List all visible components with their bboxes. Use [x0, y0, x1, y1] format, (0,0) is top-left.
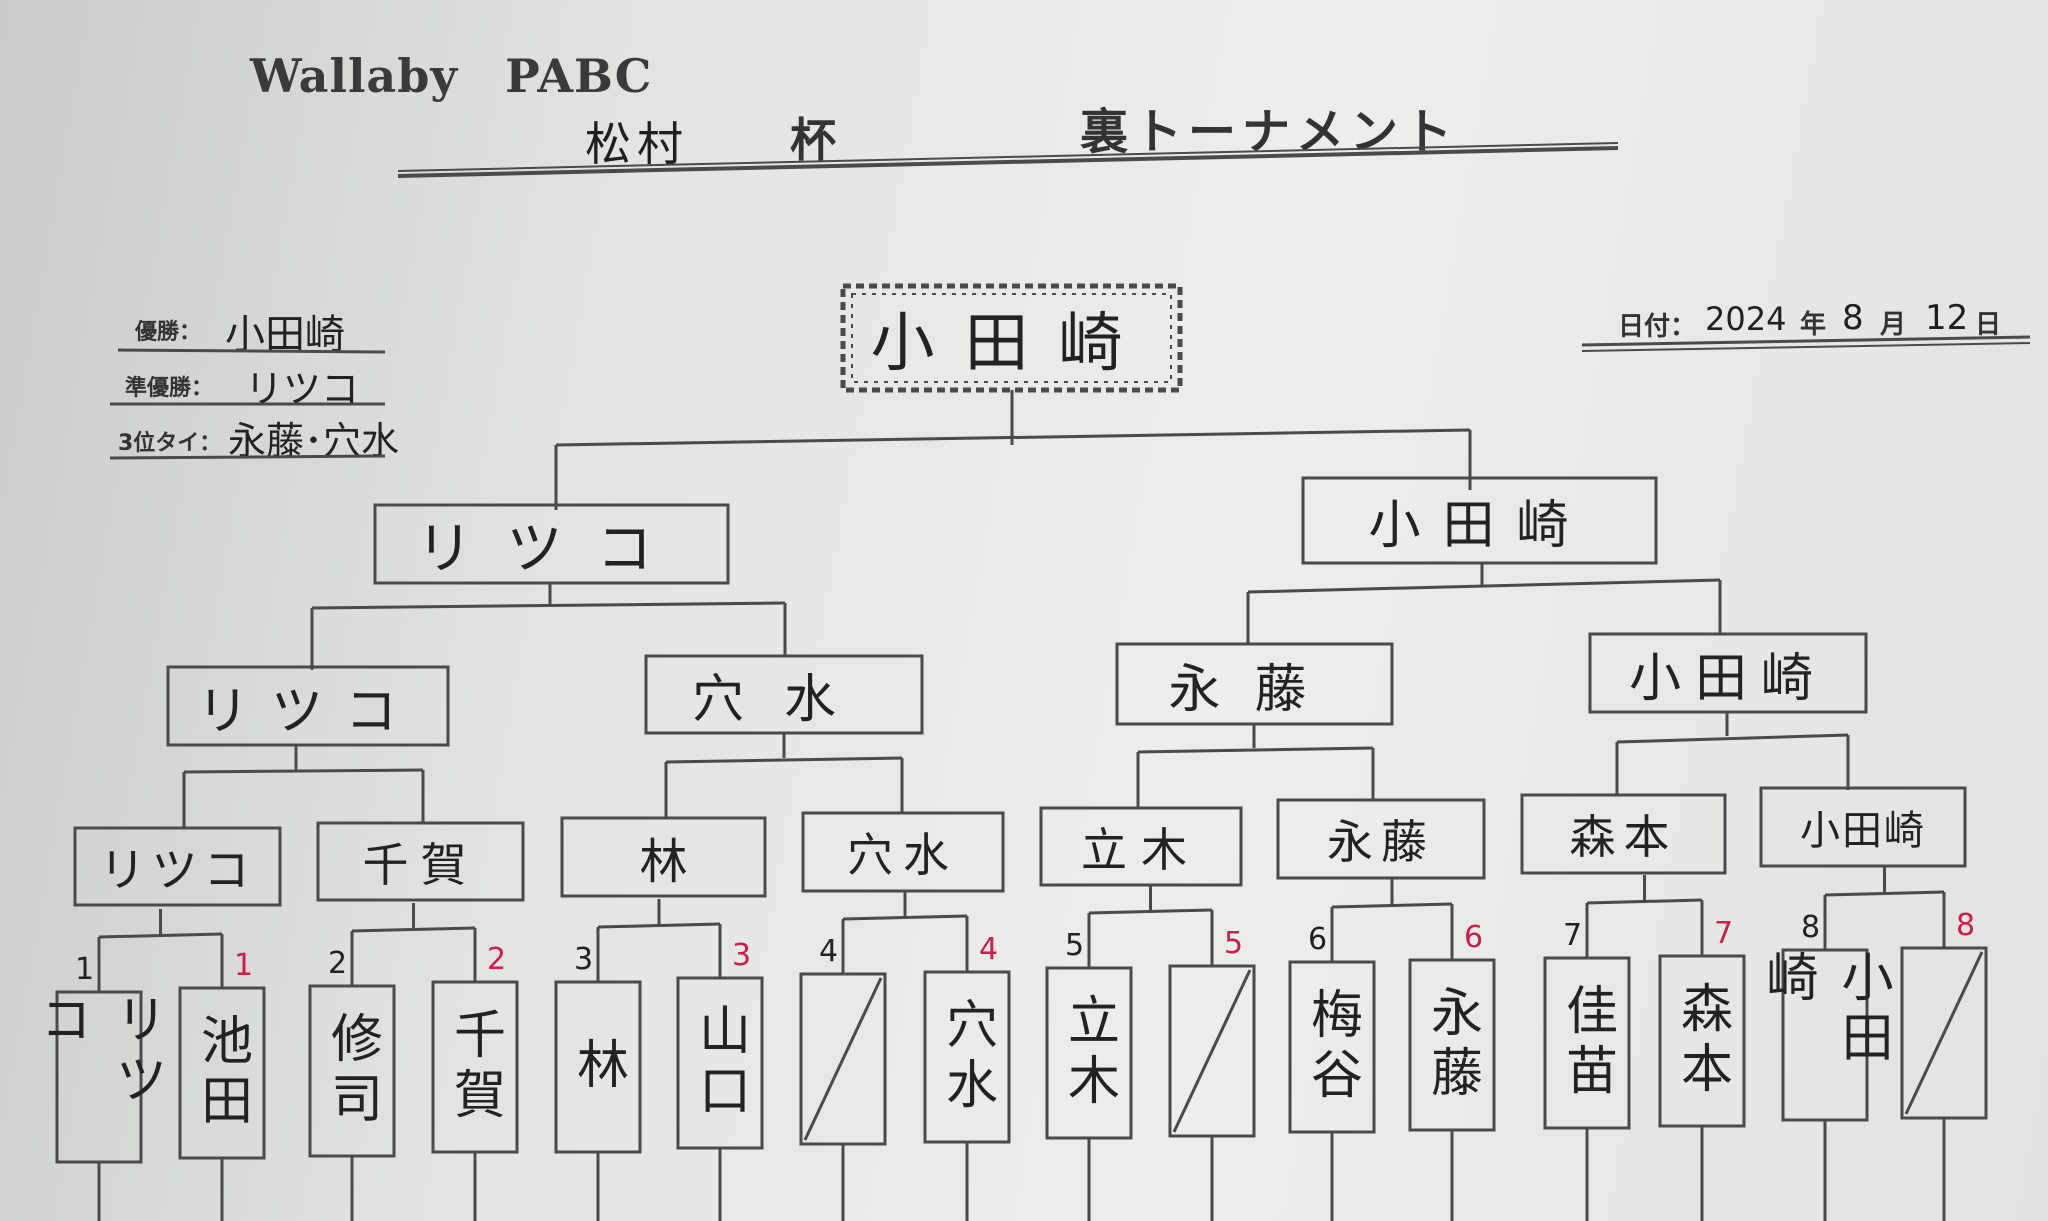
- player-name: 森本: [1671, 981, 1732, 1101]
- date-day: 12: [1925, 298, 1969, 338]
- seed-number: 3: [732, 938, 752, 973]
- seed-number: 5: [1224, 926, 1244, 961]
- player-name: 小田崎: [1757, 950, 1892, 1070]
- date-month: 8: [1842, 298, 1864, 338]
- player-name: 永藤: [1421, 985, 1482, 1105]
- player-name: 佳苗: [1556, 983, 1617, 1103]
- semi-left-name: リツコ: [416, 516, 687, 582]
- player-name: 池田: [191, 1013, 252, 1133]
- player-name: 千賀: [444, 1007, 505, 1127]
- date-day-unit: 日: [1975, 310, 2002, 340]
- seed-number: 6: [1464, 920, 1484, 955]
- player-name: 山口: [689, 1003, 750, 1123]
- round2-name: 千賀: [362, 837, 479, 892]
- seed-number: 7: [1714, 916, 1734, 951]
- player-name: リツコ: [31, 992, 166, 1112]
- quarter-name: 永藤: [1168, 659, 1341, 720]
- org-name: Wallaby PABC: [250, 49, 653, 103]
- round2-name: 小田崎: [1800, 808, 1926, 854]
- seed-number: 5: [1065, 928, 1085, 963]
- date-year: 2024: [1705, 300, 1787, 338]
- seed-number: 2: [487, 942, 507, 977]
- seed-number: 3: [574, 942, 594, 977]
- player-name: 林: [567, 1037, 628, 1097]
- seed-number: 2: [328, 946, 348, 981]
- seed-number: 4: [979, 932, 999, 967]
- round2-name: 林: [639, 834, 688, 890]
- semi-right-name: 小田崎: [1368, 496, 1591, 556]
- seed-number: 1: [234, 948, 254, 983]
- cup-name: 松村: [585, 117, 689, 171]
- cup-suffix: 杯: [790, 113, 836, 167]
- winner-label: 優勝：: [135, 320, 202, 345]
- seed-number: 6: [1308, 922, 1328, 957]
- date-month-unit: 月: [1880, 310, 1907, 340]
- player-name: 修司: [321, 1011, 382, 1131]
- round2-name: 森本: [1569, 810, 1678, 864]
- seed-number: 8: [1956, 908, 1976, 943]
- bye-slash: [1904, 951, 1984, 1115]
- seed-number: 1: [75, 952, 95, 987]
- third-label: 3位タイ：: [118, 431, 222, 456]
- round2-name: 立木: [1081, 822, 1201, 877]
- quarter-name: 穴水: [691, 670, 876, 730]
- player-name: [801, 974, 885, 1144]
- runner-up-label: 準優勝：: [125, 376, 214, 401]
- player-name: 立木: [1058, 993, 1119, 1113]
- seed-number: 7: [1563, 918, 1583, 953]
- quarter-name: 小田崎: [1628, 648, 1827, 709]
- champion-name: 小田崎: [870, 307, 1153, 381]
- quarter-name: リツコ: [196, 681, 419, 742]
- player-name: 梅谷: [1301, 987, 1362, 1107]
- seed-number: 4: [819, 934, 839, 969]
- player-name: 穴水: [936, 997, 997, 1117]
- round2-name: 永藤: [1327, 815, 1435, 869]
- player-name: [1170, 966, 1254, 1136]
- seed-number: 8: [1801, 910, 1821, 945]
- date-year-unit: 年: [1800, 310, 1827, 340]
- round2-name: リツコ: [99, 842, 256, 897]
- player-name: [1902, 948, 1986, 1118]
- bye-slash: [803, 977, 883, 1141]
- date-label: 日付：: [1618, 312, 1697, 342]
- round2-name: 穴水: [847, 828, 959, 882]
- bye-slash: [1172, 969, 1252, 1133]
